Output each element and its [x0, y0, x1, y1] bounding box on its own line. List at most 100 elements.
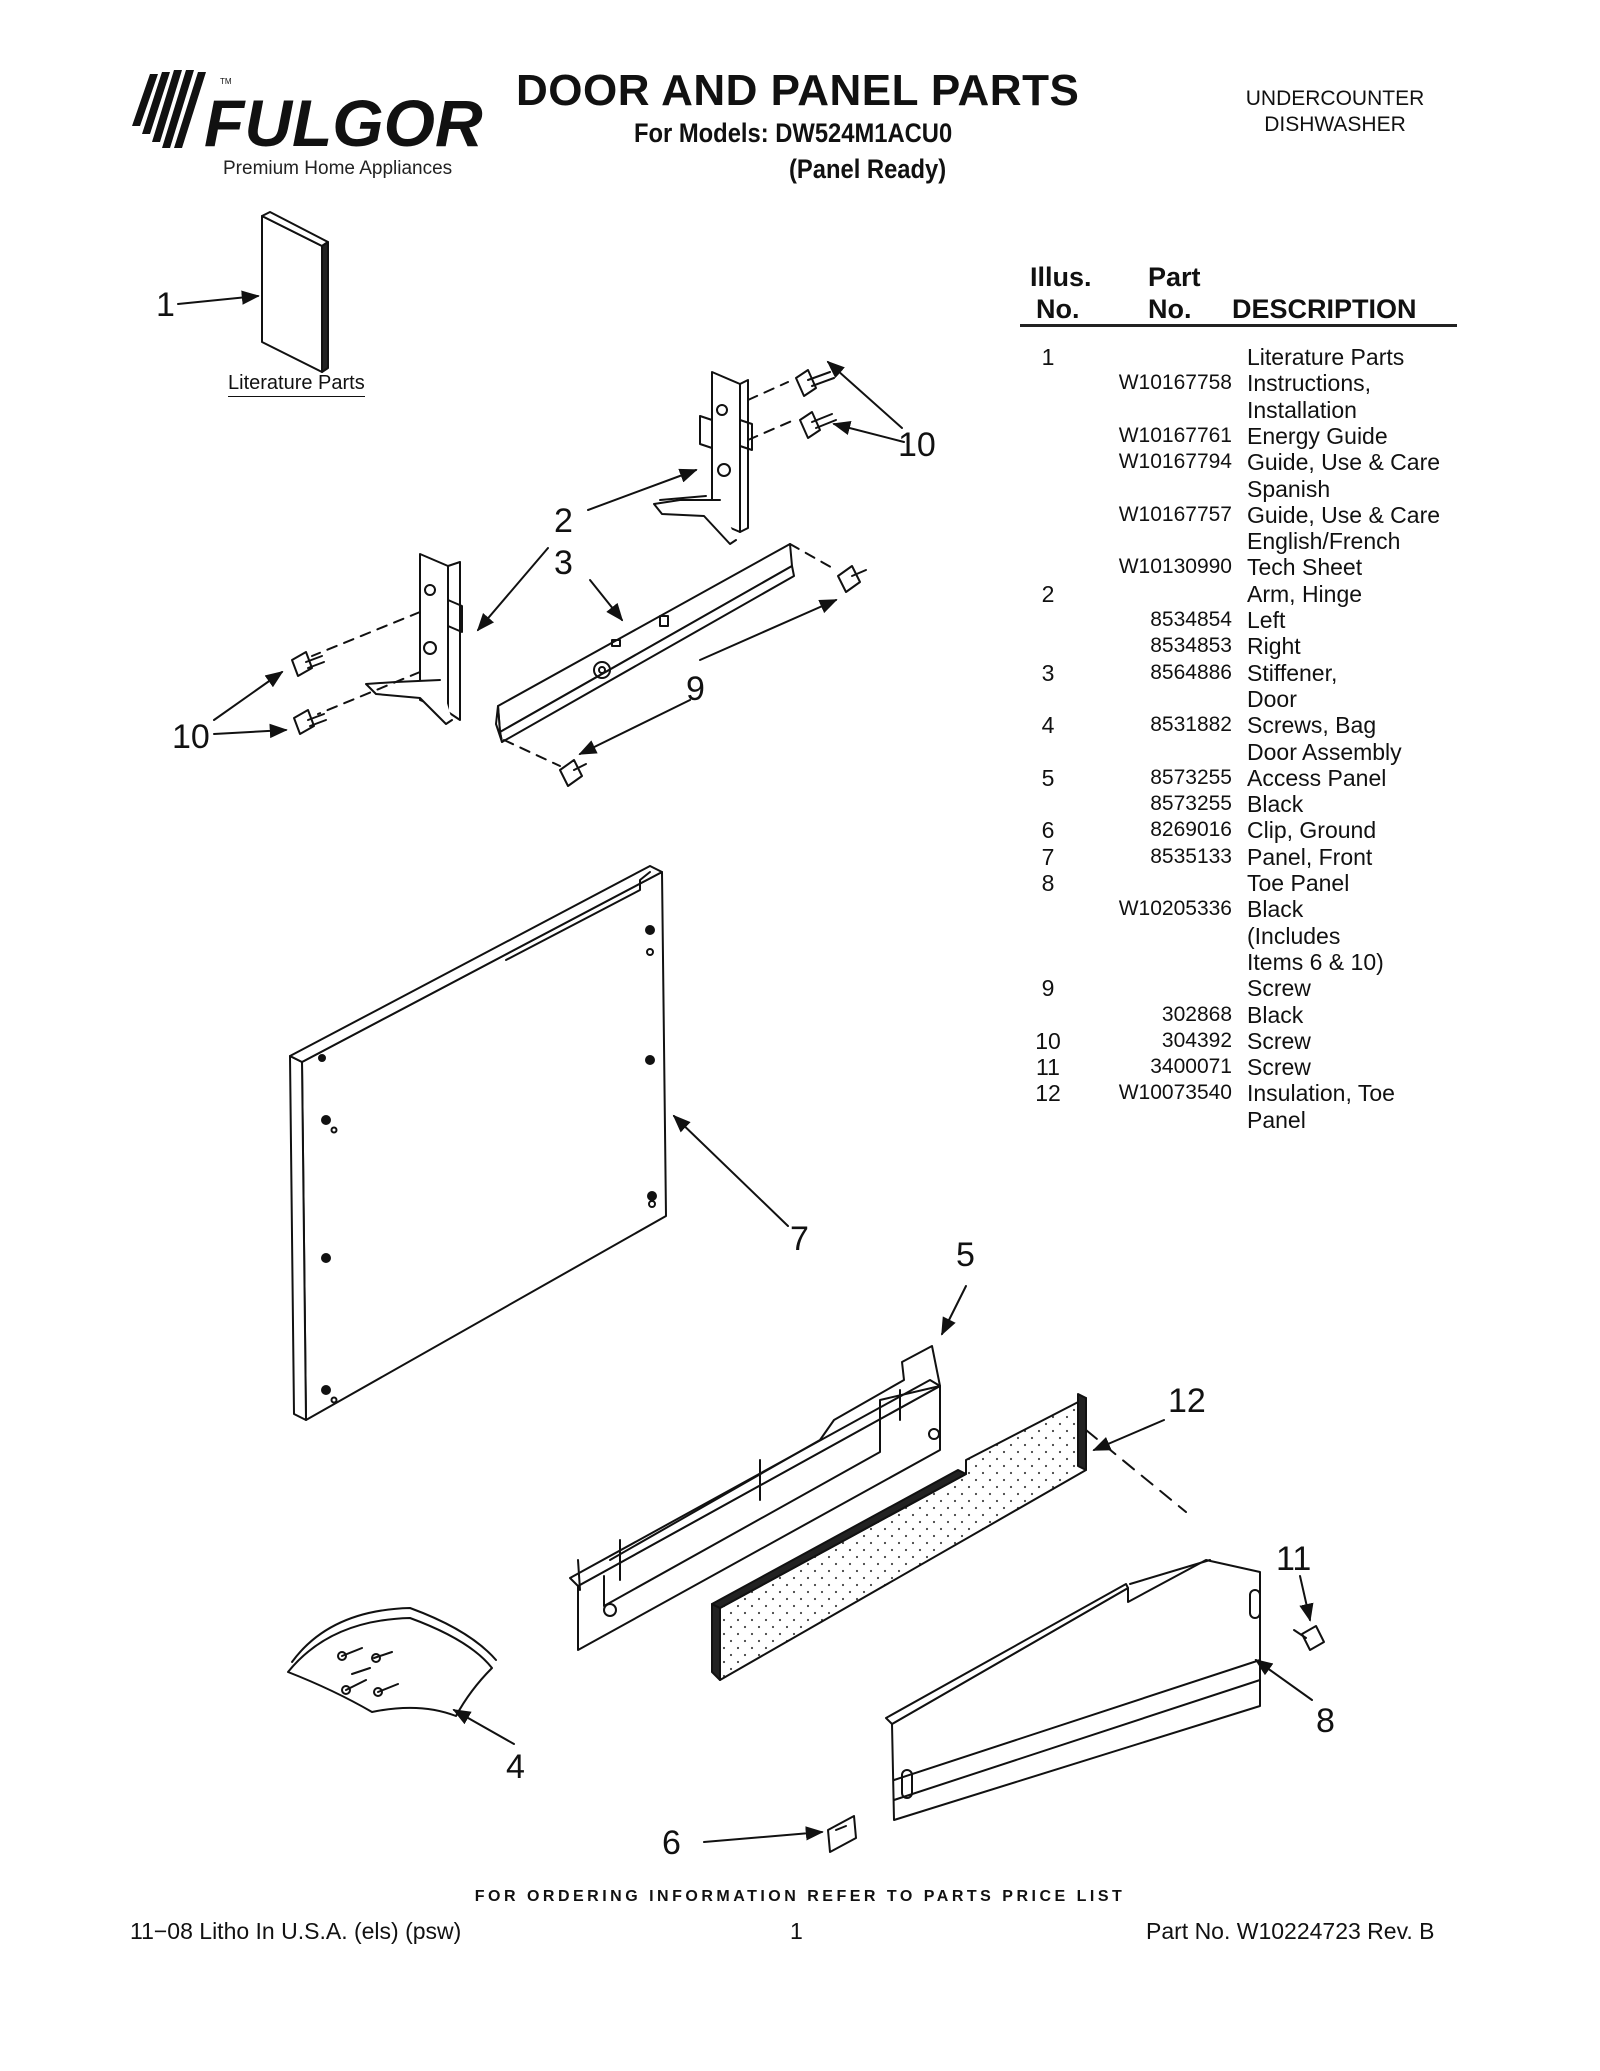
- screw-9: [559, 565, 867, 787]
- callout-6: 6: [662, 1824, 681, 1862]
- part-description: Clip, Ground: [1247, 817, 1377, 844]
- callout-1: 1: [156, 286, 175, 324]
- col-desc-header: DESCRIPTION: [1232, 294, 1417, 324]
- part-description: Stiffener,: [1247, 659, 1338, 686]
- ground-clip-part: [827, 1815, 857, 1853]
- brand-wordmark: FULGOR: [204, 86, 483, 158]
- part-description: (Includes: [1247, 922, 1341, 949]
- part-description: Insulation, Toe: [1247, 1080, 1395, 1107]
- illus-no: 7: [1041, 843, 1055, 870]
- part-description: Guide, Use & Care: [1247, 501, 1441, 528]
- part-no: 8531882: [1150, 713, 1232, 737]
- illus-no: 11: [1036, 1054, 1060, 1081]
- part-description: Door Assembly: [1247, 738, 1402, 765]
- part-no: W10167761: [1118, 423, 1232, 447]
- print-info: 11−08 Litho In U.S.A. (els) (psw): [130, 1918, 462, 1944]
- part-no: W10073540: [1118, 1081, 1232, 1105]
- page-number: 1: [790, 1918, 803, 1944]
- part-no: W10205336: [1118, 897, 1232, 921]
- callout-11: 11: [1276, 1540, 1311, 1578]
- callout-3: 3: [554, 544, 573, 582]
- product-type: UNDERCOUNTER DISHWASHER: [1245, 87, 1425, 136]
- insulation-toe-panel-part: [711, 1393, 1187, 1681]
- col-illus-header-1: Illus.: [1030, 262, 1092, 292]
- part-description: Screws, Bag: [1247, 712, 1377, 739]
- screw-bag-part: [287, 1607, 497, 1717]
- illus-no: 3: [1041, 659, 1055, 686]
- part-description: Black: [1247, 1001, 1304, 1028]
- illus-no: 6: [1041, 817, 1055, 844]
- callout-2: 2: [554, 502, 573, 540]
- part-no: 8573255: [1150, 765, 1232, 789]
- literature-parts-label: Literature Parts: [228, 372, 365, 397]
- brand-logo: FULGOR TM Premium Home Appliances: [128, 68, 484, 180]
- callout-7: 7: [790, 1220, 809, 1258]
- illus-no: 10: [1035, 1027, 1061, 1054]
- illus-no: 5: [1041, 764, 1055, 791]
- part-description: Guide, Use & Care: [1247, 449, 1441, 476]
- screw-10-lower: [291, 651, 327, 735]
- variant-line: (Panel Ready): [789, 154, 947, 184]
- illus-no: 2: [1041, 580, 1055, 607]
- right-hinge-arm-part: [653, 371, 795, 545]
- svg-text:TM: TM: [220, 77, 232, 86]
- header-rule: [1020, 324, 1457, 327]
- left-hinge-arm-part: [311, 553, 463, 725]
- callout-numbers: 1 2 3 4 5 6 7 8 9 10 10 11 12: [156, 286, 1335, 1862]
- part-description: Panel: [1247, 1106, 1306, 1133]
- col-part-header-1: Part: [1148, 262, 1201, 292]
- part-description: Door: [1247, 685, 1297, 712]
- part-no: 8573255: [1150, 792, 1232, 816]
- part-description: Black: [1247, 791, 1304, 818]
- toe-panel-part: [885, 1559, 1261, 1821]
- part-no: 8269016: [1150, 818, 1232, 842]
- part-no: 8534853: [1150, 634, 1232, 658]
- part-description: Arm, Hinge: [1247, 580, 1363, 607]
- door-stiffener-part: [495, 543, 837, 767]
- part-no: 302868: [1161, 1002, 1232, 1026]
- part-description: Tech Sheet: [1247, 554, 1363, 581]
- part-no: W10167794: [1118, 450, 1232, 474]
- illus-no: 9: [1041, 975, 1055, 1002]
- ordering-note: FOR ORDERING INFORMATION REFER TO PARTS …: [474, 1888, 1126, 1905]
- screw-10-upper: [795, 369, 837, 439]
- part-no: 8564886: [1150, 660, 1232, 684]
- part-no: W10130990: [1118, 555, 1232, 579]
- part-description: English/French: [1247, 528, 1401, 555]
- part-description: Panel, Front: [1247, 843, 1373, 870]
- document-part-number: Part No. W10224723 Rev. B: [1146, 1918, 1435, 1944]
- screw-11: [1293, 1625, 1325, 1651]
- callout-4: 4: [506, 1748, 525, 1786]
- part-description: Installation: [1247, 396, 1357, 423]
- callout-9: 9: [686, 670, 705, 708]
- part-description: Access Panel: [1247, 764, 1387, 791]
- front-panel-part: [289, 865, 667, 1421]
- part-no: 304392: [1161, 1028, 1232, 1052]
- part-description: Items 6 & 10): [1247, 948, 1384, 975]
- illus-no: 1: [1041, 344, 1055, 370]
- part-no: 3400071: [1150, 1055, 1232, 1079]
- illus-no: 8: [1041, 870, 1055, 896]
- literature-book-part: [261, 211, 329, 373]
- callout-10-lower: 10: [172, 718, 210, 756]
- part-description: Black: [1247, 896, 1304, 923]
- part-description: Energy Guide: [1247, 422, 1388, 449]
- callout-10-upper: 10: [898, 426, 936, 464]
- callout-12: 12: [1168, 1382, 1206, 1420]
- part-description: Screw: [1247, 975, 1311, 1002]
- brand-tagline: Premium Home Appliances: [223, 158, 453, 179]
- fulgor-logo-mark: FULGOR TM: [132, 70, 483, 158]
- page-title: DOOR AND PANEL PARTS: [516, 66, 1080, 115]
- illus-no: 12: [1035, 1080, 1061, 1107]
- leader-1: [177, 290, 260, 305]
- access-panel-part: [569, 1345, 941, 1651]
- part-no: W10167757: [1118, 502, 1232, 526]
- part-description: Literature Parts: [1247, 344, 1405, 370]
- callout-5: 5: [956, 1236, 975, 1274]
- part-description: Right: [1247, 633, 1301, 660]
- illus-no: 4: [1041, 712, 1055, 739]
- part-description: Spanish: [1247, 475, 1331, 502]
- model-line: For Models: DW524M1ACU0: [634, 118, 953, 148]
- part-description: Screw: [1247, 1027, 1311, 1054]
